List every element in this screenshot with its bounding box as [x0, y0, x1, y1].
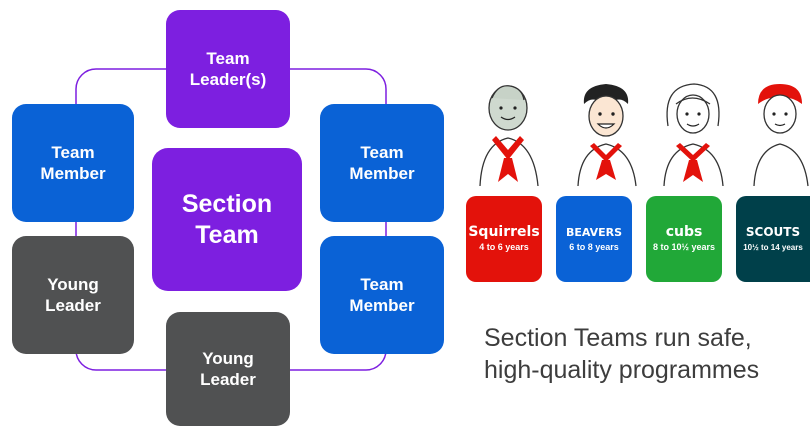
young-leader-label: Young Leader	[45, 275, 101, 315]
team-leaders-label: Team Leader(s)	[189, 49, 267, 89]
cub-child-icon	[663, 83, 724, 187]
section-name: cubs	[665, 224, 703, 240]
team-member-label: Team Member	[349, 143, 415, 183]
section-team-box: Section Team	[152, 148, 302, 291]
young-leader-box-left: Young Leader	[12, 236, 134, 354]
team-member-box-right-upper: Team Member	[320, 104, 444, 222]
scout-child-icon	[753, 84, 809, 187]
section-name: SCOUTS	[745, 225, 801, 239]
section-name: Squirrels	[468, 224, 540, 240]
section-ages: 6 to 8 years	[569, 242, 619, 252]
section-team-label: Section Team	[181, 189, 273, 249]
team-member-box-left: Team Member	[12, 104, 134, 222]
team-member-label: Team Member	[40, 143, 106, 183]
section-ages: 8 to 10½ years	[652, 242, 716, 252]
beaver-child-icon	[577, 84, 637, 187]
team-member-label: Team Member	[349, 275, 415, 315]
section-badge-cubs: cubs 8 to 10½ years	[646, 196, 722, 282]
section-ages: 4 to 6 years	[479, 242, 529, 252]
squirrel-child-icon	[479, 85, 539, 187]
team-member-box-right-lower: Team Member	[320, 236, 444, 354]
team-leaders-box: Team Leader(s)	[166, 10, 290, 128]
section-badge-squirrels: Squirrels 4 to 6 years	[466, 196, 542, 282]
section-badge-scouts: SCOUTS 10½ to 14 years	[736, 196, 810, 282]
young-leader-label: Young Leader	[200, 349, 256, 389]
tagline-text: Section Teams run safe, high-quality pro…	[484, 324, 760, 384]
young-leader-box-bottom: Young Leader	[166, 312, 290, 426]
section-name: BEAVERS	[565, 226, 623, 239]
section-ages: 10½ to 14 years	[743, 243, 803, 252]
section-badge-beavers: BEAVERS 6 to 8 years	[556, 196, 632, 282]
